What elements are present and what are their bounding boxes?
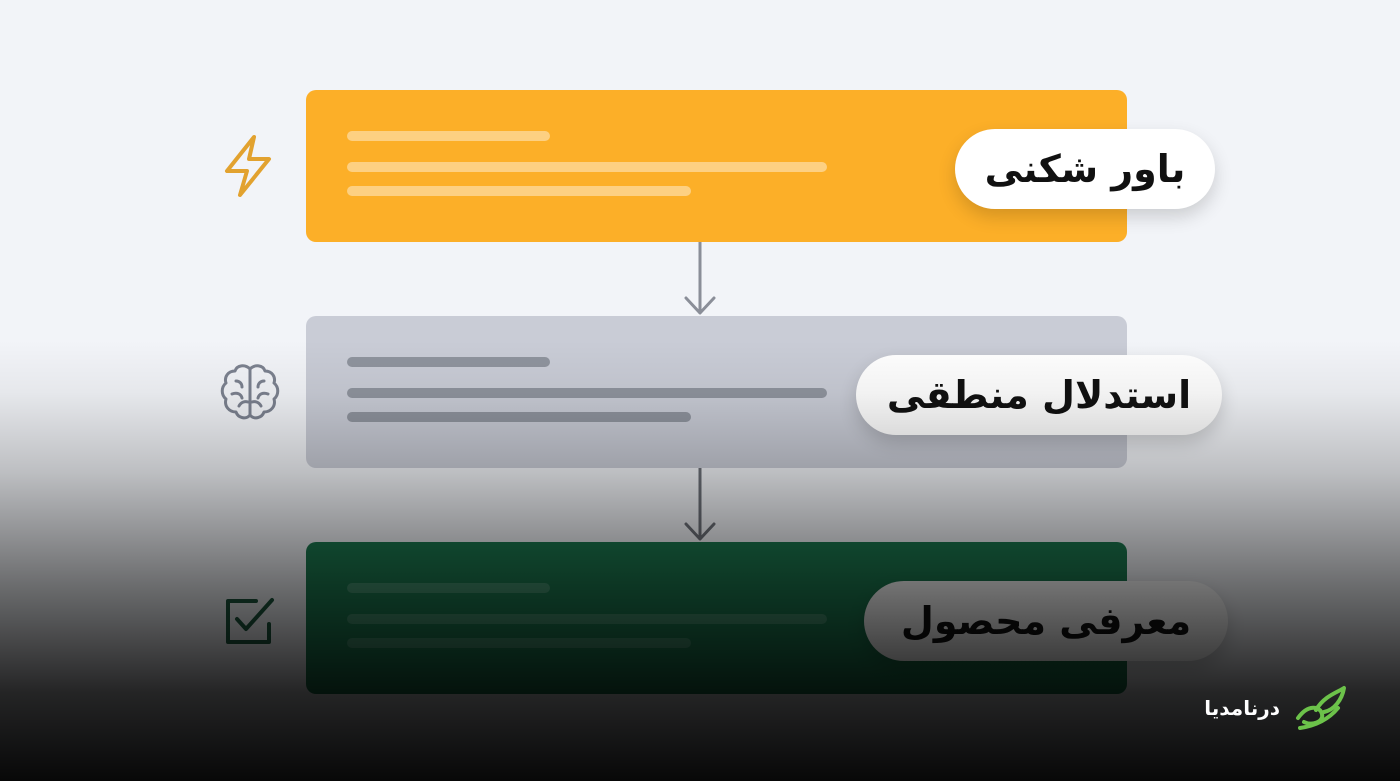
step-label-product-introduction: معرفی محصول: [864, 581, 1228, 661]
brand-watermark: درنامدیا: [1204, 684, 1348, 732]
down-arrow-icon: [684, 242, 716, 315]
placeholder-line: [347, 638, 691, 648]
placeholder-line: [347, 614, 827, 624]
placeholder-line: [347, 583, 550, 593]
checkbox-icon: [226, 598, 274, 644]
placeholder-line: [347, 388, 827, 398]
placeholder-line: [347, 357, 550, 367]
step-label-logical-reasoning: استدلال منطقی: [856, 355, 1222, 435]
brand-name: درنامدیا: [1204, 696, 1280, 720]
down-arrow-icon: [684, 468, 716, 541]
placeholder-line: [347, 186, 691, 196]
brain-icon: [220, 364, 280, 420]
leaf-logo-icon: [1296, 686, 1346, 730]
step-label-myth-busting: باور شکنی: [955, 129, 1215, 209]
placeholder-line: [347, 162, 827, 172]
lightning-icon: [225, 135, 271, 197]
placeholder-line: [347, 131, 550, 141]
placeholder-line: [347, 412, 691, 422]
